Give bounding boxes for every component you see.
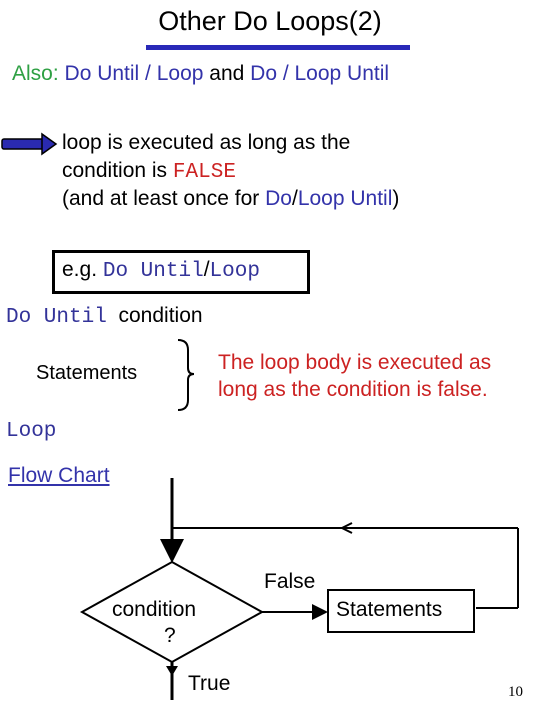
flowchart <box>79 478 519 700</box>
example-do-until: Do Until <box>102 260 204 283</box>
bullet-line-3-rest: Loop Until <box>297 187 393 210</box>
subtitle-prefix: Also: <box>12 62 59 85</box>
bullet-false-code: FALSE <box>172 161 236 184</box>
statements-box <box>327 589 475 633</box>
bullet-line-3-slash: / <box>291 187 298 210</box>
subtitle-part1: Do Until / Loop <box>58 62 204 85</box>
example-text: e.g. Do Until/Loop <box>62 258 260 283</box>
bullet-line-3-prefix: (and at least once for <box>62 187 266 210</box>
condition-question: ? <box>164 624 176 647</box>
subtitle-part2: Do / Loop Until <box>250 62 390 85</box>
false-label: False <box>264 570 316 593</box>
code-loop: Loop <box>6 420 57 443</box>
page-number: 10 <box>508 684 523 700</box>
example-loop: Loop <box>209 260 260 283</box>
condition-label: condition <box>112 598 197 621</box>
subtitle-and: and <box>203 62 251 85</box>
bullet-line-2-prefix: condition is <box>62 159 173 182</box>
bullet-line-3-do: Do <box>265 187 292 210</box>
bullet-line-1: loop is executed as long as the <box>62 131 351 154</box>
statements-label: Statements <box>336 598 443 621</box>
bullet-line-3-close: ) <box>392 187 400 210</box>
brace-icon <box>177 339 195 411</box>
subtitle: Also: Do Until / Loop and Do / Loop Unti… <box>12 62 389 86</box>
flow-top-arrowhead <box>339 522 353 534</box>
explanation-text: The loop body is executed as long as the… <box>218 351 492 401</box>
flow-true-arrowhead <box>166 666 178 676</box>
page-title: Other Do Loops(2) <box>158 6 382 36</box>
bullet-line-2: condition is FALSE <box>62 159 236 184</box>
true-label: True <box>188 672 231 695</box>
code-condition: condition <box>118 304 203 327</box>
code-do-until-line: Do Until condition <box>6 304 203 329</box>
bullet-line-3: (and at least once for Do/Loop Until) <box>62 187 399 211</box>
example-slash: / <box>203 258 210 281</box>
title-underline <box>146 45 410 50</box>
example-box <box>52 250 310 294</box>
code-do-until: Do Until <box>6 306 107 329</box>
code-statements: Statements <box>36 362 138 384</box>
bullet-arrow-icon <box>1 132 58 156</box>
example-prefix: e.g. <box>62 258 103 281</box>
flow-chart-label: Flow Chart <box>8 464 110 487</box>
